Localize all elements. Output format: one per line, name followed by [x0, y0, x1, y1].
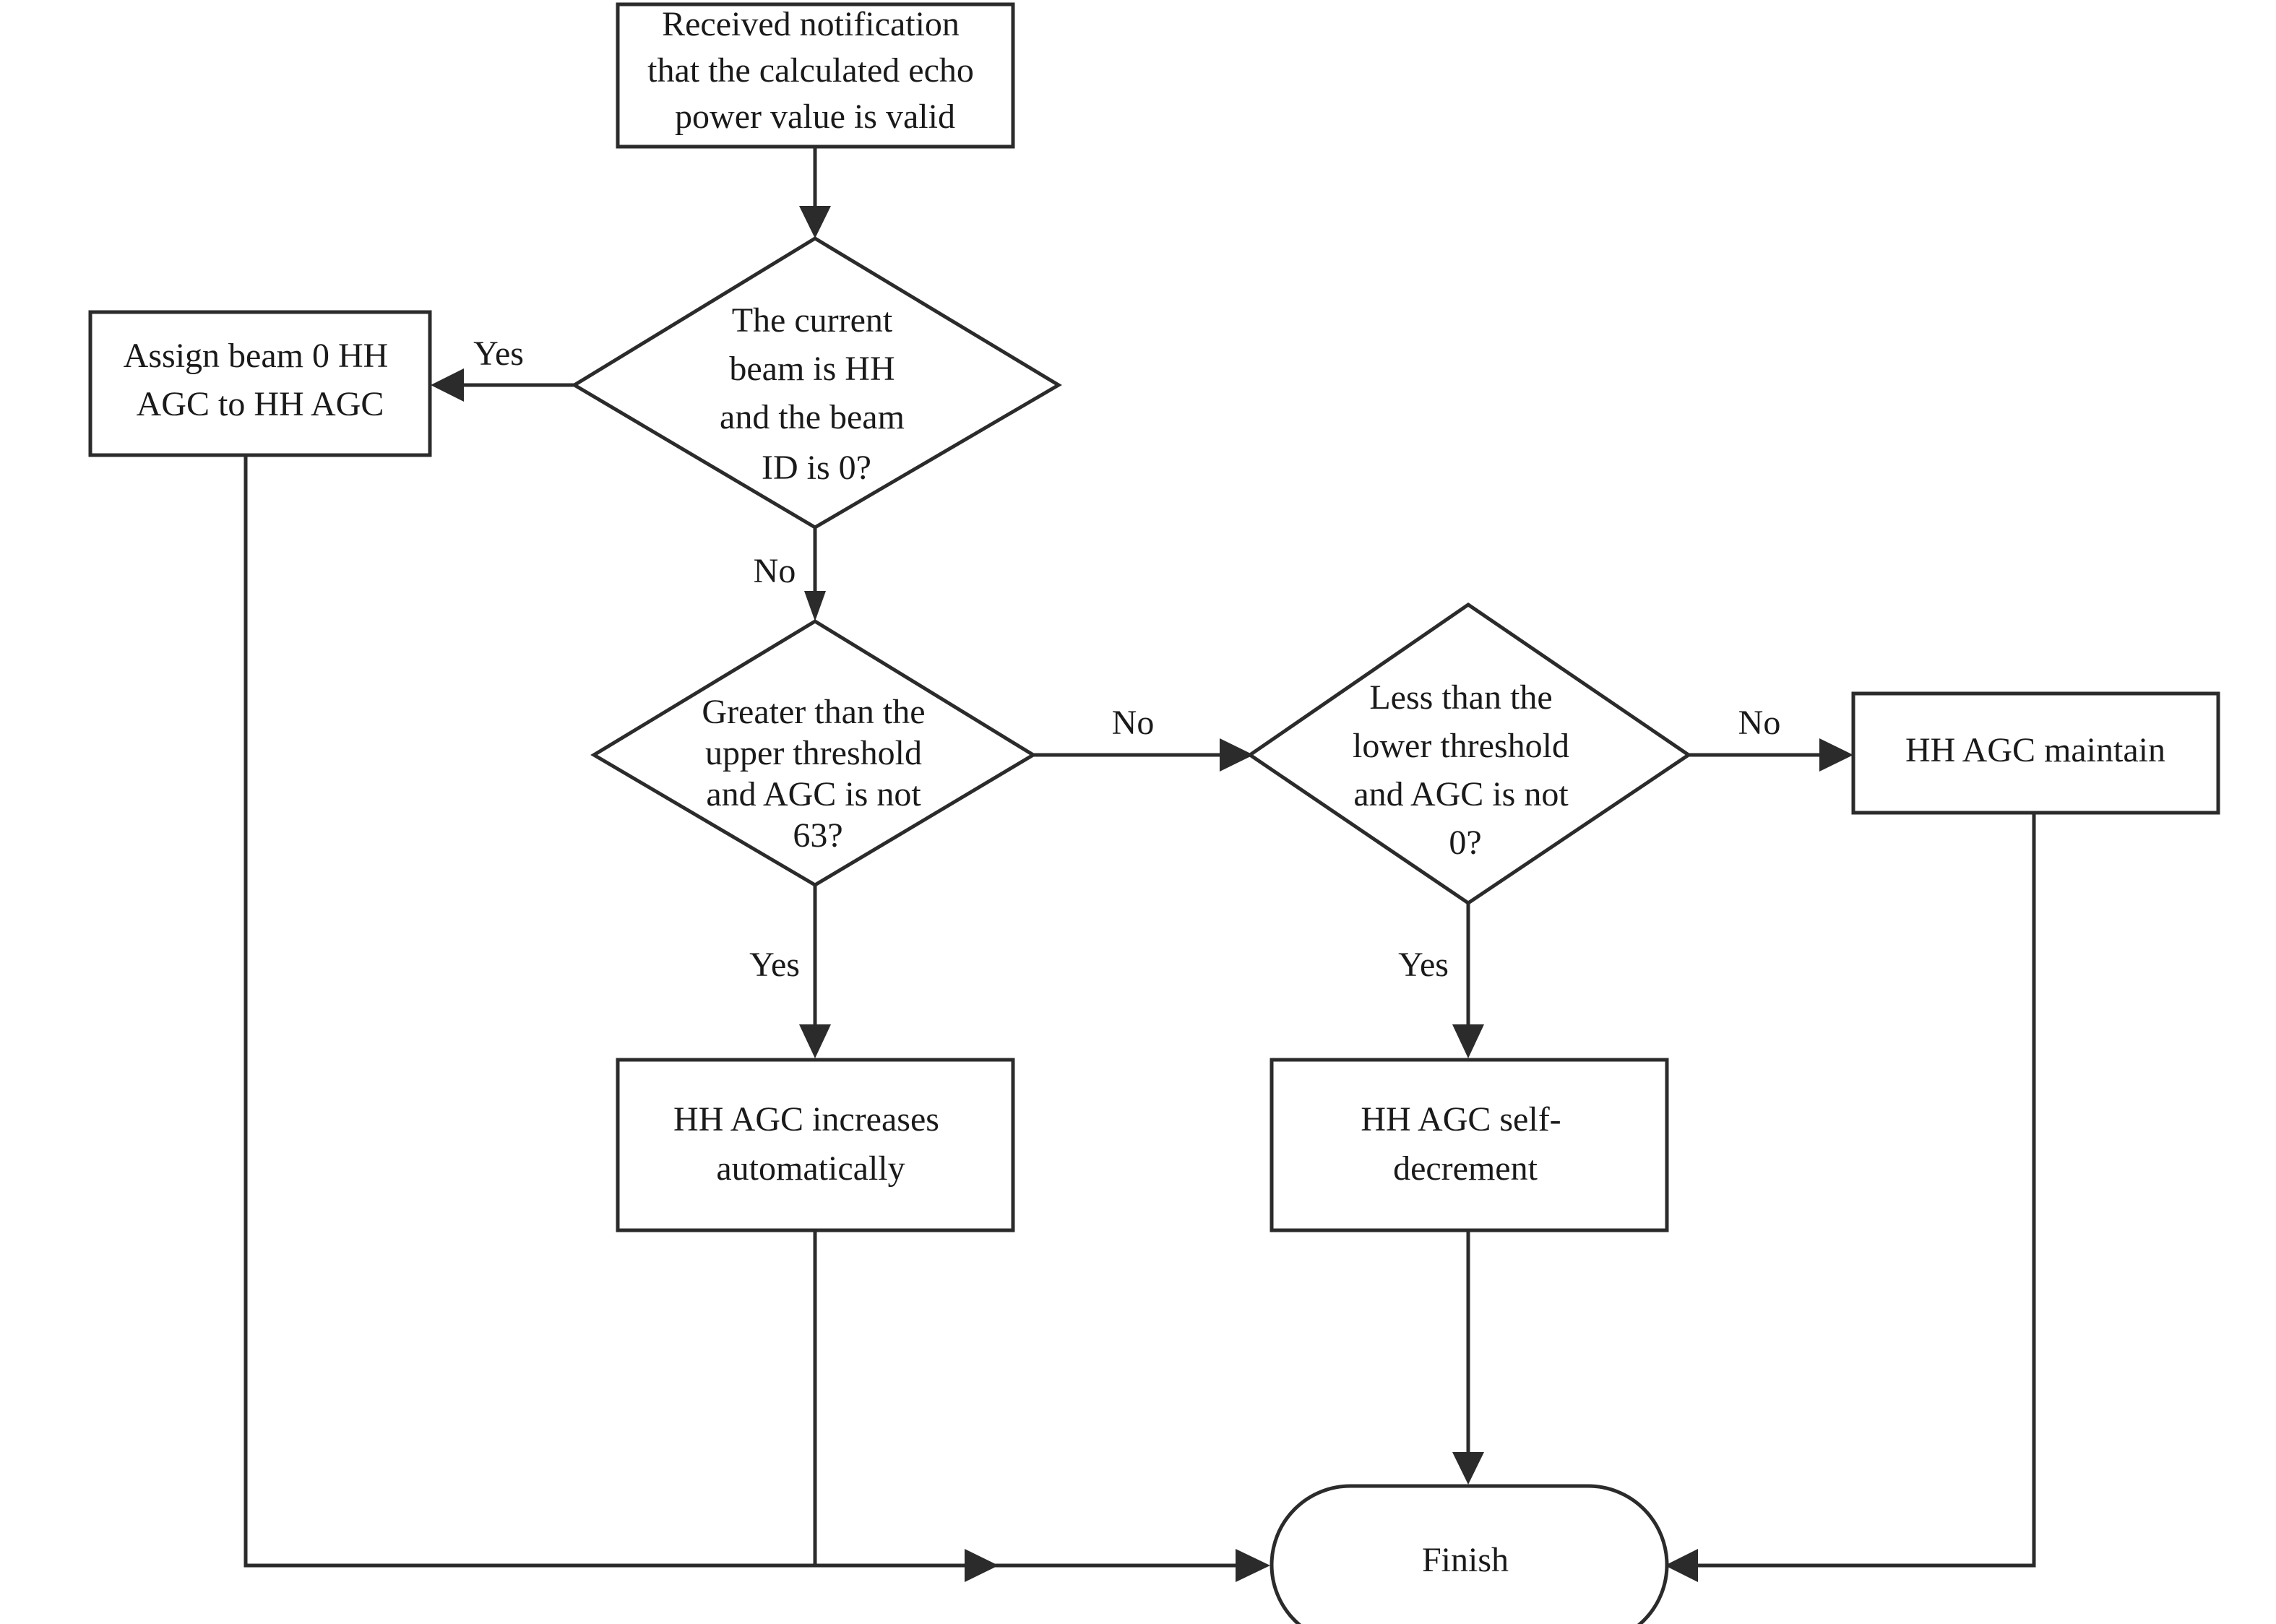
- decrement-label-line-2: decrement: [1393, 1149, 1538, 1188]
- arrowhead-right-maintain: [1819, 738, 1853, 772]
- edge-labels: Yes No No No Yes Yes: [473, 334, 1780, 984]
- decision-beam-diamond: [571, 236, 1062, 530]
- node-labels: Received notification that the calculate…: [124, 5, 2165, 1579]
- decrement-label-line-1: HH AGC self-: [1361, 1100, 1561, 1139]
- maintain-label-line-1: HH AGC maintain: [1905, 731, 2165, 769]
- increase-label-line-2: automatically: [716, 1149, 905, 1188]
- decision-upper-label: Greater than the upper threshold and AGC…: [702, 693, 934, 855]
- assign-label-line-1: Assign beam 0 HH: [124, 337, 389, 375]
- arrowhead-down-beam: [799, 206, 831, 238]
- arrowhead-left-finish: [1665, 1549, 1698, 1582]
- start-box: [616, 2, 1015, 149]
- finish-terminal: [1270, 1484, 1669, 1624]
- upper-yes-label: Yes: [749, 946, 800, 984]
- decision-lower-label: Less than the lower threshold and AGC is…: [1353, 678, 1578, 862]
- finish-label-line-1: Finish: [1422, 1541, 1509, 1579]
- increase-label: HH AGC increases automatically: [673, 1100, 948, 1188]
- decision-upper-line-1: Greater than the: [702, 693, 925, 731]
- start-label-line-1: Received notification: [662, 5, 960, 43]
- start-label-line-2: that the calculated echo: [647, 51, 974, 90]
- start-label: Received notification that the calculate…: [647, 5, 983, 136]
- edge-assign-to-finish: [243, 455, 965, 1568]
- maintain-label: HH AGC maintain: [1905, 731, 2165, 769]
- arrowheads: [431, 206, 1853, 1582]
- decision-upper-diamond: [590, 619, 1037, 887]
- upper-no-label: No: [1112, 704, 1155, 742]
- shapes: [88, 2, 2220, 1624]
- decision-lower-line-4: 0?: [1449, 824, 1481, 862]
- maintain-box: [1851, 691, 2220, 815]
- beam-no-label: No: [754, 552, 796, 590]
- decision-beam-label: The current beam is HH and the beam ID i…: [720, 301, 913, 487]
- beam-yes-label: Yes: [473, 334, 524, 373]
- lower-no-label: No: [1738, 704, 1781, 742]
- finish-label: Finish: [1422, 1541, 1509, 1579]
- assign-label: Assign beam 0 HH AGC to HH AGC: [124, 337, 397, 423]
- start-label-line-3: power value is valid: [675, 98, 955, 136]
- decision-beam-line-3: and the beam: [720, 398, 905, 436]
- arrowhead-right-lower: [1220, 738, 1254, 772]
- increase-box: [616, 1058, 1015, 1232]
- decision-lower-diamond: [1246, 602, 1692, 906]
- decision-upper-line-2: upper threshold: [705, 734, 922, 772]
- decision-upper-line-4: 63?: [793, 816, 842, 855]
- connectors: [243, 147, 2036, 1568]
- decision-upper-line-3: and AGC is not: [706, 775, 921, 813]
- decrement-label: HH AGC self- decrement: [1361, 1100, 1569, 1188]
- decision-lower-line-3: and AGC is not: [1353, 775, 1569, 813]
- decrement-box: [1270, 1058, 1669, 1232]
- arrowhead-down-finish: [1452, 1452, 1484, 1485]
- edge-maintain-to-finish: [1698, 813, 2036, 1568]
- decision-lower-line-2: lower threshold: [1353, 727, 1569, 765]
- decision-beam-line-2: beam is HH: [729, 350, 895, 388]
- arrowhead-down-upper: [804, 591, 826, 621]
- increase-label-line-1: HH AGC increases: [673, 1100, 939, 1139]
- arrowhead-right-finish: [1236, 1549, 1270, 1582]
- arrowhead-down-decrement: [1452, 1024, 1484, 1058]
- decision-beam-line-1: The current: [732, 301, 893, 340]
- assign-box: [88, 310, 432, 457]
- assign-label-line-2: AGC to HH AGC: [137, 385, 384, 423]
- arrowhead-down-increase: [799, 1024, 831, 1058]
- decision-lower-line-1: Less than the: [1369, 678, 1552, 717]
- lower-yes-label: Yes: [1398, 946, 1449, 984]
- decision-beam-line-4: ID is 0?: [762, 449, 871, 487]
- arrowhead-left-assign: [431, 368, 464, 402]
- arrowhead-mid-bottom: [965, 1549, 999, 1582]
